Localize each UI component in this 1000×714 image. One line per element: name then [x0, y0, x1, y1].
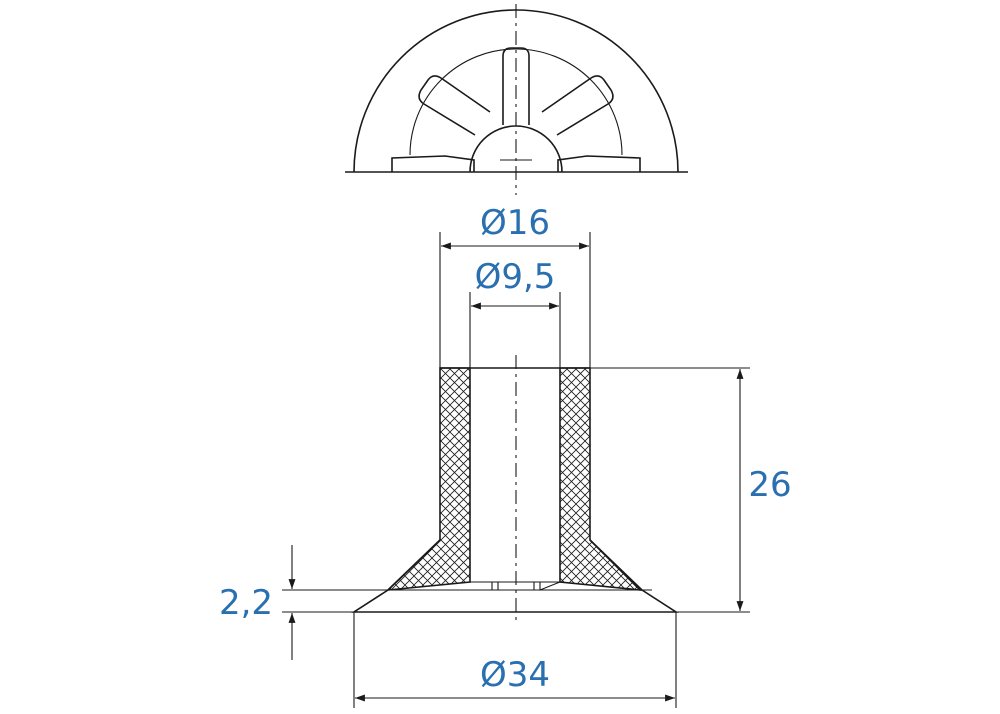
left-flat-rib: [391, 155, 475, 172]
dim-height: 26: [748, 465, 791, 505]
right-hatched-wall: [559, 367, 643, 592]
dim-base-diameter: Ø34: [480, 655, 550, 695]
left-diagonal-rib: [418, 75, 491, 136]
dim-lip-thickness: 2,2: [219, 583, 273, 623]
center-rib: [502, 47, 530, 125]
right-flat-rib: [557, 155, 641, 172]
section-view: [351, 355, 679, 625]
bore-bottom-details: [470, 581, 561, 591]
left-hatched-wall: [385, 367, 471, 592]
dimensions: Ø16 Ø9,5 26 2,2 Ø34: [219, 203, 792, 708]
top-view: [345, 4, 688, 195]
right-diagonal-rib: [541, 75, 614, 136]
dim-inner-diameter: Ø9,5: [475, 257, 556, 297]
suction-lip-outline: [351, 539, 679, 613]
dim-outer-diameter-top: Ø16: [480, 203, 550, 243]
inner-arc: [409, 48, 623, 156]
